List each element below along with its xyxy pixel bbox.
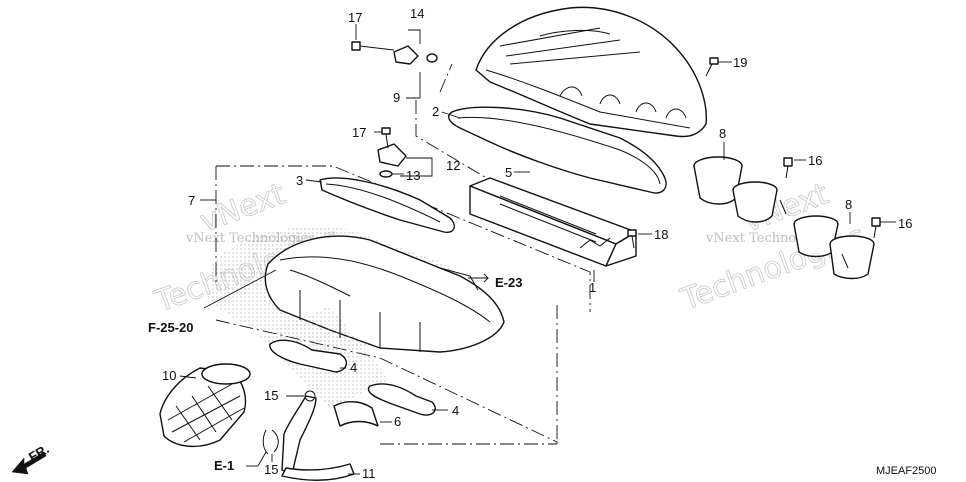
screw-18 [631, 235, 635, 249]
callout-13: 13 [406, 168, 420, 183]
callout-3: 3 [296, 173, 303, 188]
part-11-tube-a [281, 395, 317, 475]
part-14a [393, 45, 419, 65]
part-seal-2 [448, 106, 667, 194]
part-12 [377, 143, 407, 167]
callout-19: 19 [733, 55, 747, 70]
part-packing-4b [367, 383, 436, 416]
callout-12: 12 [446, 158, 460, 173]
ref-e-1: E-1 [214, 458, 234, 473]
callout-5: 5 [505, 165, 512, 180]
part-air-cleaner-cover [475, 6, 707, 138]
screw-16a [785, 165, 789, 179]
part-packing-4a [269, 339, 347, 373]
screw-18-head [627, 229, 637, 237]
callout-15b: 15 [264, 462, 278, 477]
callout-17a: 17 [348, 10, 362, 25]
callout-17b: 17 [352, 125, 366, 140]
callout-6: 6 [394, 414, 401, 429]
part-joint-tubes [693, 156, 875, 280]
callout-18: 18 [654, 227, 668, 242]
ref-e-23-arrow-icon [472, 273, 490, 283]
callout-15a: 15 [264, 388, 278, 403]
screw-16b-head [871, 217, 881, 227]
callout-4a: 4 [350, 360, 357, 375]
part-15-clip [262, 429, 279, 455]
part-case [210, 227, 505, 353]
callout-9: 9 [393, 90, 400, 105]
ref-e-23: E-23 [495, 275, 522, 290]
screw-17b-head [381, 127, 391, 135]
callout-16b: 16 [898, 216, 912, 231]
ref-f-25-20: F-25-20 [148, 320, 194, 335]
callout-14: 14 [410, 6, 424, 21]
screw-16b [873, 225, 877, 239]
screw-19-head [709, 57, 719, 65]
part-6 [333, 401, 379, 427]
screw-17a [359, 45, 395, 51]
callout-1: 1 [589, 280, 596, 295]
diagram-code: MJEAF2500 [876, 465, 937, 477]
part-14b [426, 53, 438, 63]
part-10 [159, 363, 251, 447]
screw-17b [385, 133, 389, 149]
callout-10: 10 [162, 368, 176, 383]
callout-16a: 16 [808, 153, 822, 168]
screw-16a-head [783, 157, 793, 167]
screw-19 [705, 63, 713, 77]
screw-17a-head [351, 41, 361, 51]
callout-2: 2 [432, 104, 439, 119]
reference-labels: E-23 F-25-20 E-1 [148, 273, 522, 473]
callout-8b: 8 [845, 197, 852, 212]
part-15b-clip [304, 390, 316, 402]
part-13 [379, 170, 393, 178]
callout-11: 11 [362, 466, 376, 481]
callout-7: 7 [188, 193, 195, 208]
front-direction-indicator: FR. [11, 441, 52, 475]
leader-lines [179, 24, 896, 475]
part-seal-3 [319, 177, 455, 233]
callout-4b: 4 [452, 403, 459, 418]
part-element [469, 177, 637, 267]
callout-8a: 8 [719, 126, 726, 141]
front-arrow-icon [11, 451, 47, 475]
part-callouts: 1 2 3 4 4 5 6 7 8 8 9 10 11 12 13 14 15 … [162, 6, 912, 481]
